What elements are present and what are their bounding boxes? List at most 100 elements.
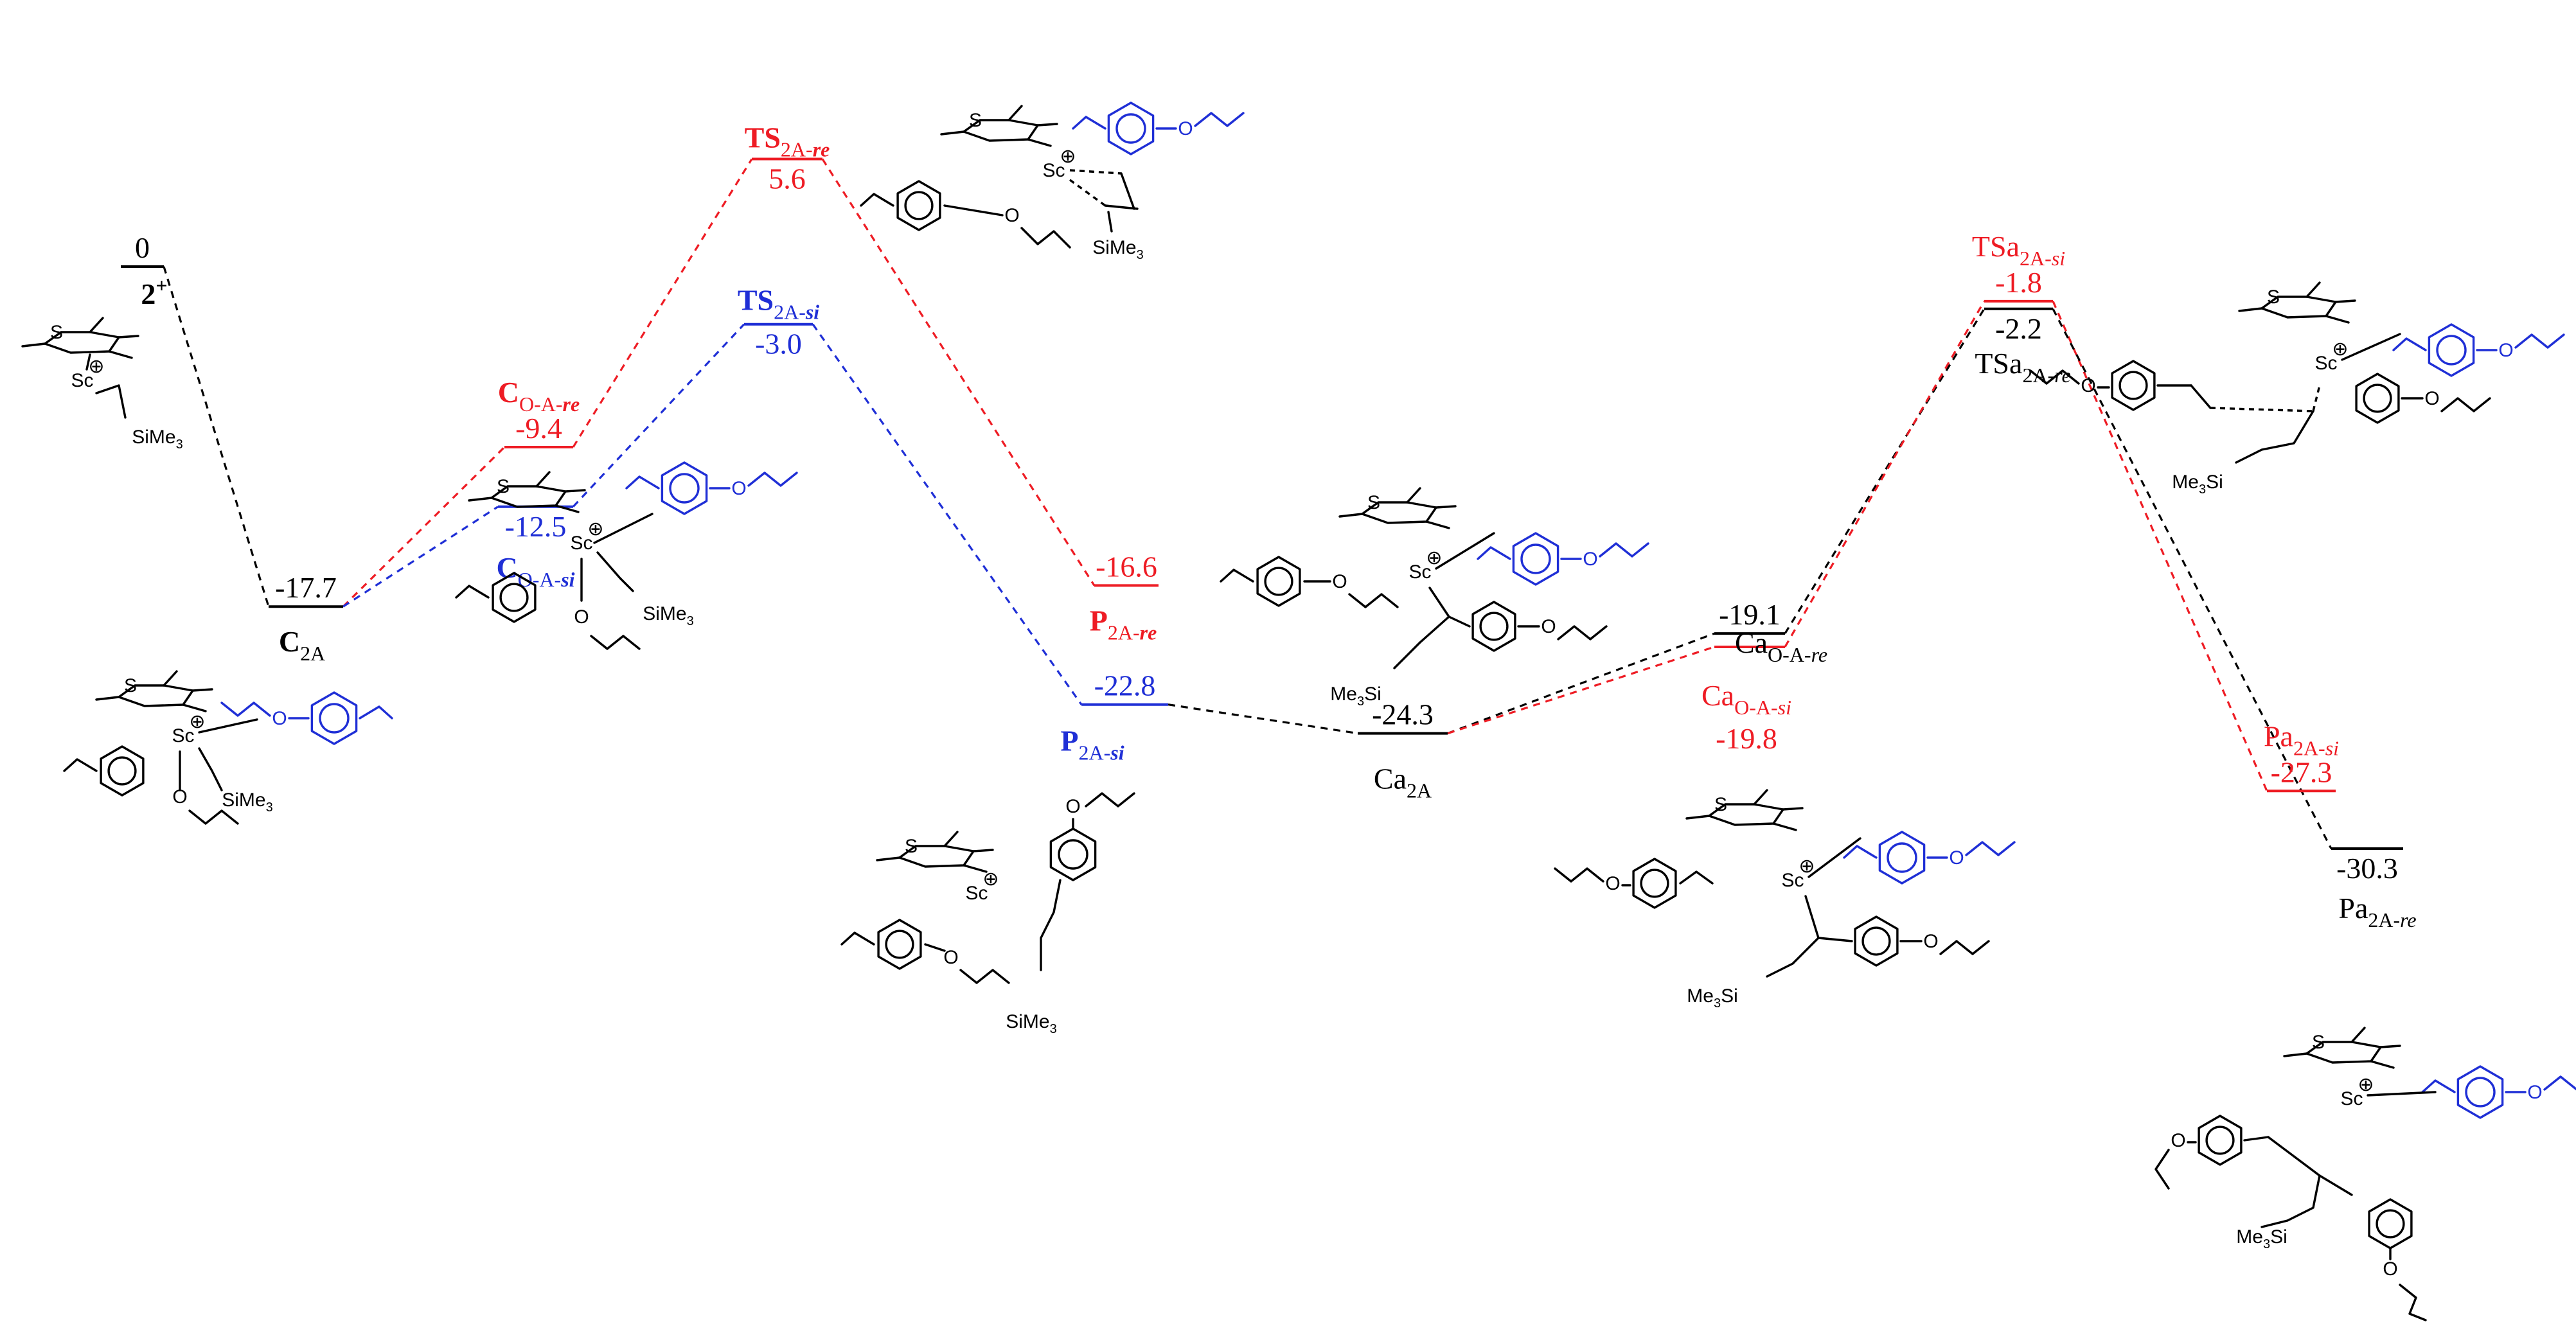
sulfur-atom: S (2267, 287, 2280, 308)
benzene-ring (2428, 323, 2475, 377)
cation-symbol: ⊕ (1060, 146, 1076, 167)
aromatic-circle (2119, 371, 2148, 400)
benzene-ring (877, 919, 922, 970)
benzene-ring (1878, 831, 1926, 885)
thiophene-fused-cyclopentadienyl: S (21, 317, 139, 359)
energy-value-P2Asi: -22.8 (1094, 669, 1156, 702)
scandium-atom: Sc (71, 370, 93, 391)
species-label-CaOAre: CaO-A-re (1735, 626, 1827, 666)
energy-value-TS2Asi: -3.0 (755, 328, 802, 360)
benzene-ring (2368, 1198, 2413, 1249)
species-label-Pa2Are: Pa2A-re (2338, 892, 2416, 931)
silyl-group-label: Me3Si (1330, 684, 1381, 709)
species-label-P2Are: P2A-re (1090, 604, 1157, 644)
thiophene-fused-cyclopentadienyl: S (2238, 281, 2356, 324)
connector-Ca2A-to-CaOAsi (1447, 646, 1715, 735)
connector-COAsi-to-TS2Asi (572, 323, 745, 508)
blue-allyloxystyrene: O (2392, 323, 2565, 377)
oxygen-atom: O (1332, 571, 1347, 592)
scandium-atom: Sc (1042, 160, 1065, 181)
oxygen-atom: O (172, 786, 187, 808)
oxygen-atom: O (731, 478, 746, 499)
oxygen-atom: O (1605, 873, 1620, 894)
species-label-P2Asi: P2A-si (1060, 725, 1124, 764)
aromatic-circle (885, 930, 914, 959)
thiophene-fused-cyclopentadienyl: S (468, 471, 586, 513)
thiophene-fused-cyclopentadienyl: S (95, 670, 213, 712)
cation-symbol: ⊕ (88, 356, 104, 377)
silyl-group-label: SiMe3 (1092, 237, 1143, 262)
benzene-ring (896, 180, 941, 231)
oxygen-atom: O (1004, 205, 1019, 226)
benzene-ring (310, 691, 358, 745)
oxygen-atom: O (2527, 1082, 2542, 1103)
sulfur-atom: S (1367, 492, 1380, 513)
sulfur-atom: S (1714, 794, 1727, 815)
aromatic-circle (1058, 839, 1088, 870)
blue-allyloxystyrene-vertical: O (1072, 102, 1245, 155)
energy-value-TSa2Are: -2.2 (1995, 312, 2042, 345)
energy-value-TS2Are: 5.6 (768, 163, 806, 195)
connector-CaOAsi-to-TSa2Asi (1784, 301, 1985, 648)
sulfur-atom: S (50, 322, 63, 343)
thiophene-fused-cyclopentadienyl: S (940, 105, 1058, 147)
blue-allyloxystyrene: O (220, 691, 393, 745)
aromatic-circle (1887, 842, 1917, 873)
structure-2plus: SSc⊕SiMe3 (21, 317, 183, 452)
connector-TSa2Are-to-Pa2Are (2052, 308, 2332, 849)
aromatic-circle (2376, 1209, 2405, 1239)
benzene-ring (661, 461, 708, 515)
sulfur-atom: S (124, 675, 137, 696)
connector-P2Asi-to-Ca2A (1168, 703, 1358, 735)
energy-value-TSa2Asi: -1.8 (1995, 266, 2042, 299)
aromatic-circle (2465, 1077, 2496, 1108)
connector-TS2Asi-to-P2Asi (812, 323, 1083, 705)
aromatic-circle (499, 583, 529, 612)
benzene-ring (492, 572, 537, 623)
aromatic-circle (1115, 113, 1146, 144)
scandium-atom: Sc (570, 533, 592, 554)
aromatic-circle (1479, 612, 1509, 641)
benzene-ring (1471, 601, 1516, 652)
species-label-TSa2Are: TSa2A-re (1975, 347, 2070, 387)
aromatic-circle (1640, 869, 1669, 898)
cation-symbol: ⊕ (587, 518, 603, 540)
species-label-COAre: CO-A-re (498, 376, 580, 416)
oxygen-atom: O (943, 947, 958, 968)
oxygen-atom: O (2171, 1130, 2185, 1151)
aromatic-circle (2436, 335, 2467, 366)
silyl-group-label: Me3Si (2172, 472, 2223, 497)
thiophene-fused-cyclopentadienyl: S (1338, 487, 1457, 529)
energy-value-COAre: -9.4 (515, 412, 562, 445)
benzene-ring (2456, 1065, 2504, 1119)
benzene-ring (2111, 360, 2156, 411)
oxygen-atom: O (1923, 931, 1938, 952)
oxygen-atom: O (2081, 375, 2095, 396)
oxygen-atom: O (1065, 796, 1080, 817)
oxygen-atom: O (1583, 549, 1597, 570)
species-label-Ca2A: Ca2A (1374, 763, 1432, 802)
aromatic-circle (2205, 1125, 2235, 1155)
oxygen-atom: O (574, 606, 589, 628)
sulfur-atom: S (905, 836, 918, 857)
energy-value-Ca2A: -24.3 (1372, 698, 1434, 731)
benzene-ring (100, 745, 145, 797)
species-label-Pa2Asi: Pa2A-si (2264, 719, 2339, 759)
connector-CaOAre-to-TSa2Are (1784, 308, 1985, 634)
oxygen-atom: O (2424, 388, 2439, 409)
benzene-ring (1049, 827, 1097, 881)
energy-value-CaOAre: -19.1 (1719, 598, 1781, 631)
benzene-ring (1256, 556, 1301, 607)
benzene-ring (1512, 532, 1559, 586)
aromatic-circle (319, 703, 350, 734)
aromatic-circle (669, 473, 700, 504)
cation-symbol: ⊕ (189, 711, 205, 732)
connector-2plus-to-C2A (163, 266, 270, 607)
